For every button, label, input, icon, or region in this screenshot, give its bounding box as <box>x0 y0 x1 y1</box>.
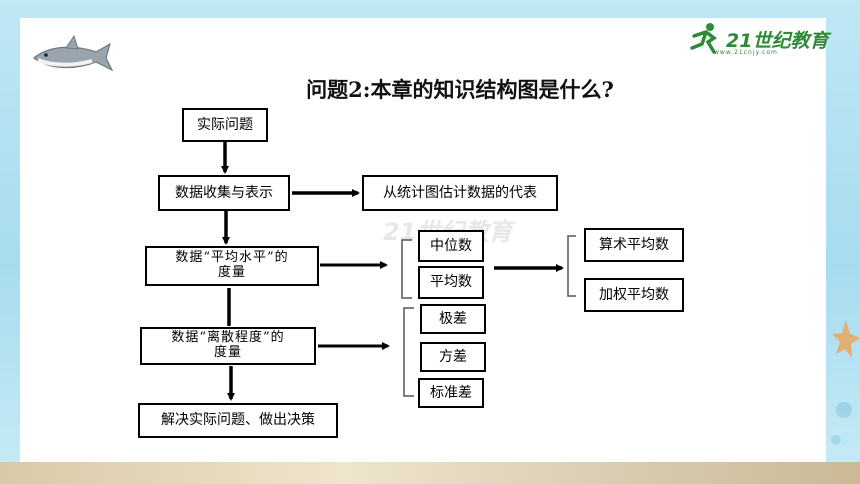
node-dispersion-line1: 数据“离散程度”的 <box>171 330 285 346</box>
shark-icon <box>33 34 114 72</box>
logo-runner-icon <box>690 23 718 54</box>
node-central-tendency-line2: 度量 <box>217 265 246 280</box>
node-median: 中位数 <box>418 230 484 262</box>
node-std-dev: 标准差 <box>418 378 484 408</box>
node-practical-problem: 实际问题 <box>182 108 268 142</box>
node-range: 极差 <box>420 304 486 334</box>
node-dispersion: 数据“离散程度”的 度量 <box>140 327 316 365</box>
bracket-mean <box>567 235 576 297</box>
bracket-dispersion <box>403 307 414 397</box>
node-central-tendency-line1: 数据“平均水平”的 <box>175 250 289 266</box>
bracket-central <box>401 239 412 299</box>
node-arithmetic-mean: 算术平均数 <box>584 228 684 262</box>
starfish-icon <box>831 320 860 445</box>
logo-url: www.21cnjy.com <box>714 49 778 56</box>
beach-decoration <box>0 462 860 484</box>
node-variance: 方差 <box>420 342 486 372</box>
node-central-tendency: 数据“平均水平”的 度量 <box>145 246 319 286</box>
logo-brand: 21世纪教育 <box>726 30 829 52</box>
node-data-collect: 数据收集与表示 <box>158 175 290 211</box>
node-weighted-mean: 加权平均数 <box>584 278 684 312</box>
page-title: 问题2:本章的知识结构图是什么? <box>306 77 614 102</box>
node-decision: 解决实际问题、做出决策 <box>138 403 338 438</box>
node-dispersion-line2: 度量 <box>213 345 242 360</box>
node-mean: 平均数 <box>418 266 484 299</box>
node-estimate-from-chart: 从统计图估计数据的代表 <box>362 175 558 211</box>
